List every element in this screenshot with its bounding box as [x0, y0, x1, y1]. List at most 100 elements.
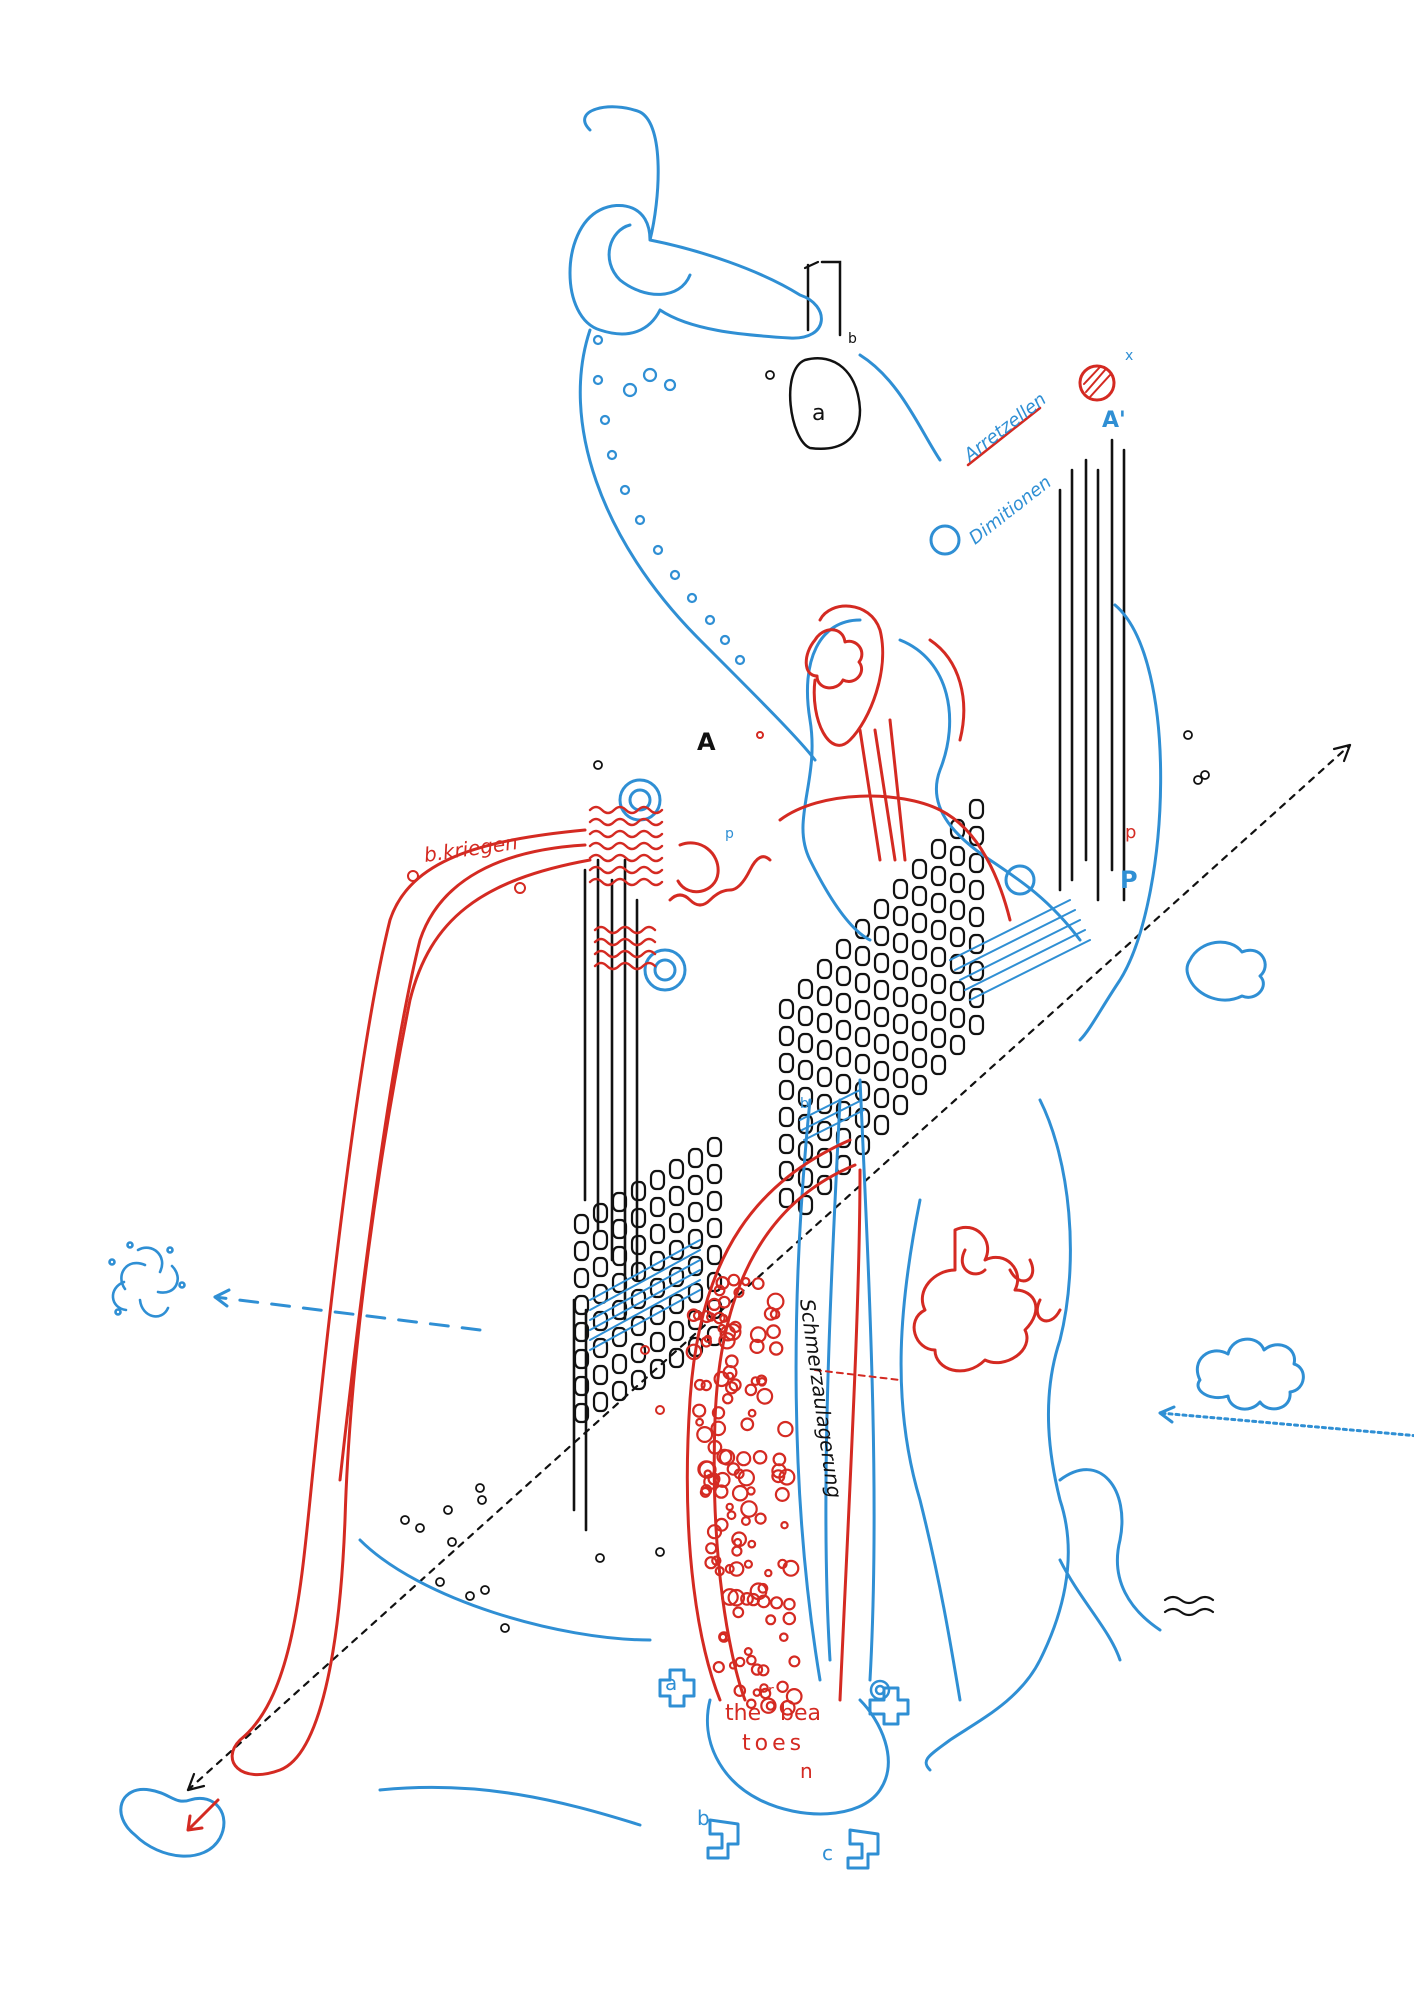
red-head-outline: [812, 604, 885, 747]
grid-cell: [706, 1190, 723, 1212]
grid-cell: [573, 1402, 590, 1424]
red-bubble: [782, 1559, 800, 1577]
red-bubble: [732, 1606, 745, 1619]
red-bubble: [779, 1699, 796, 1716]
red-dashed-line: [814, 1369, 901, 1381]
red-brain-shape: [804, 628, 864, 690]
label-small-b: b: [800, 1096, 809, 1112]
blue-dashed-arrow-left: [213, 1295, 482, 1332]
red-bubble: [733, 1537, 743, 1547]
black-structures: [186, 260, 1352, 1792]
grid-cell: [930, 973, 947, 995]
red-bubble: [740, 1500, 758, 1518]
grid-cell: [573, 1375, 590, 1397]
red-tube-arrow: [186, 1798, 220, 1832]
grid-cell: [930, 838, 947, 860]
label-r: r: [768, 1683, 774, 1699]
red-bubble: [699, 1310, 713, 1324]
label-schmerz: Schmerzaulagerung: [795, 1297, 847, 1499]
red-bubble: [727, 1588, 746, 1607]
red-neck-lines: [858, 718, 907, 862]
diagonal-arrowhead-left: [186, 1772, 206, 1792]
grid-cell: [911, 993, 928, 1015]
grid-cell: [797, 1032, 814, 1054]
blue-hand-shape: [1185, 940, 1267, 1002]
red-bubble: [759, 1687, 772, 1700]
red-bulb-right-of-block: [676, 841, 720, 894]
red-bubble: [726, 1510, 737, 1521]
grid-cell: [892, 1067, 909, 1089]
grid-cell: [892, 1094, 909, 1116]
grid-cell: [911, 1020, 928, 1042]
blue-spiral-small: [869, 1679, 891, 1701]
grid-cell: [573, 1267, 590, 1289]
grid-cell: [630, 1180, 647, 1202]
grid-cell: [649, 1331, 666, 1353]
red-shoulder-curve: [778, 794, 1012, 922]
red-bubble: [765, 1614, 777, 1626]
red-bubble: [780, 1520, 789, 1530]
grid-cell: [797, 1059, 814, 1081]
grid-cell: [968, 960, 985, 982]
red-bubble: [711, 1555, 722, 1566]
red-bubble: [743, 1646, 753, 1656]
grid-cell: [911, 858, 928, 880]
red-bubble: [751, 1277, 765, 1290]
grid-cell: [778, 1079, 795, 1101]
grid-cell: [649, 1196, 666, 1218]
red-wavy-block-upper: [588, 805, 664, 887]
red-bubble: [747, 1539, 757, 1549]
label-p-red: p: [1125, 822, 1136, 843]
grid-cell: [668, 1212, 685, 1234]
red-bubble: [765, 1700, 776, 1711]
blue-skirt-line-2: [858, 1078, 876, 1682]
grid-cell: [611, 1380, 628, 1402]
grid-cell: [873, 952, 890, 974]
red-bubble: [734, 1656, 746, 1668]
red-wiggle-line: [668, 855, 772, 907]
label-dimitionen: Dimitionen: [965, 472, 1055, 549]
red-bubble: [693, 1378, 706, 1391]
label-a-top: a: [812, 401, 825, 426]
grid-cell: [949, 980, 966, 1002]
red-bubble: [700, 1379, 713, 1392]
blue-arrow-bottom-left-curve: [358, 1538, 652, 1642]
red-bubble: [714, 1484, 729, 1499]
red-bubble: [745, 1698, 757, 1710]
grid-cell: [668, 1320, 685, 1342]
grid-cell: [892, 1040, 909, 1062]
right-wave-mark: [1163, 1595, 1215, 1617]
grid-cell: [873, 1087, 890, 1109]
grid-cell: [649, 1304, 666, 1326]
red-bubble: [783, 1597, 796, 1611]
grid-cell: [687, 1201, 704, 1223]
red-bubble: [754, 1512, 767, 1525]
red-bubble: [685, 1343, 703, 1361]
grid-cell: [630, 1369, 647, 1391]
grid-cell: [816, 1120, 833, 1142]
label-A-prime: A': [1102, 408, 1126, 433]
bottom-blue-pod-tabs: [658, 1668, 910, 1870]
grid-cell: [592, 1256, 609, 1278]
grid-cell: [573, 1348, 590, 1370]
grid-cell: [968, 906, 985, 928]
red-bubble: [707, 1472, 721, 1486]
grid-cell: [668, 1158, 685, 1180]
grid-cell: [892, 1013, 909, 1035]
red-bubble: [743, 1559, 754, 1569]
grid-cell: [873, 979, 890, 1001]
red-bubble: [704, 1556, 718, 1570]
grid-cell: [668, 1293, 685, 1315]
red-bubble: [769, 1341, 784, 1356]
bottom-blue-pod: [705, 1698, 890, 1816]
grid-cell: [854, 945, 871, 967]
red-bubble-column: [685, 1273, 803, 1716]
grid-cell: [930, 1027, 947, 1049]
grid-cell: [592, 1283, 609, 1305]
red-bubble: [718, 1631, 730, 1643]
red-bubble: [697, 1460, 716, 1479]
red-bubble: [733, 1286, 745, 1298]
blue-torso-outline: [801, 618, 872, 942]
red-bubble: [721, 1588, 739, 1606]
